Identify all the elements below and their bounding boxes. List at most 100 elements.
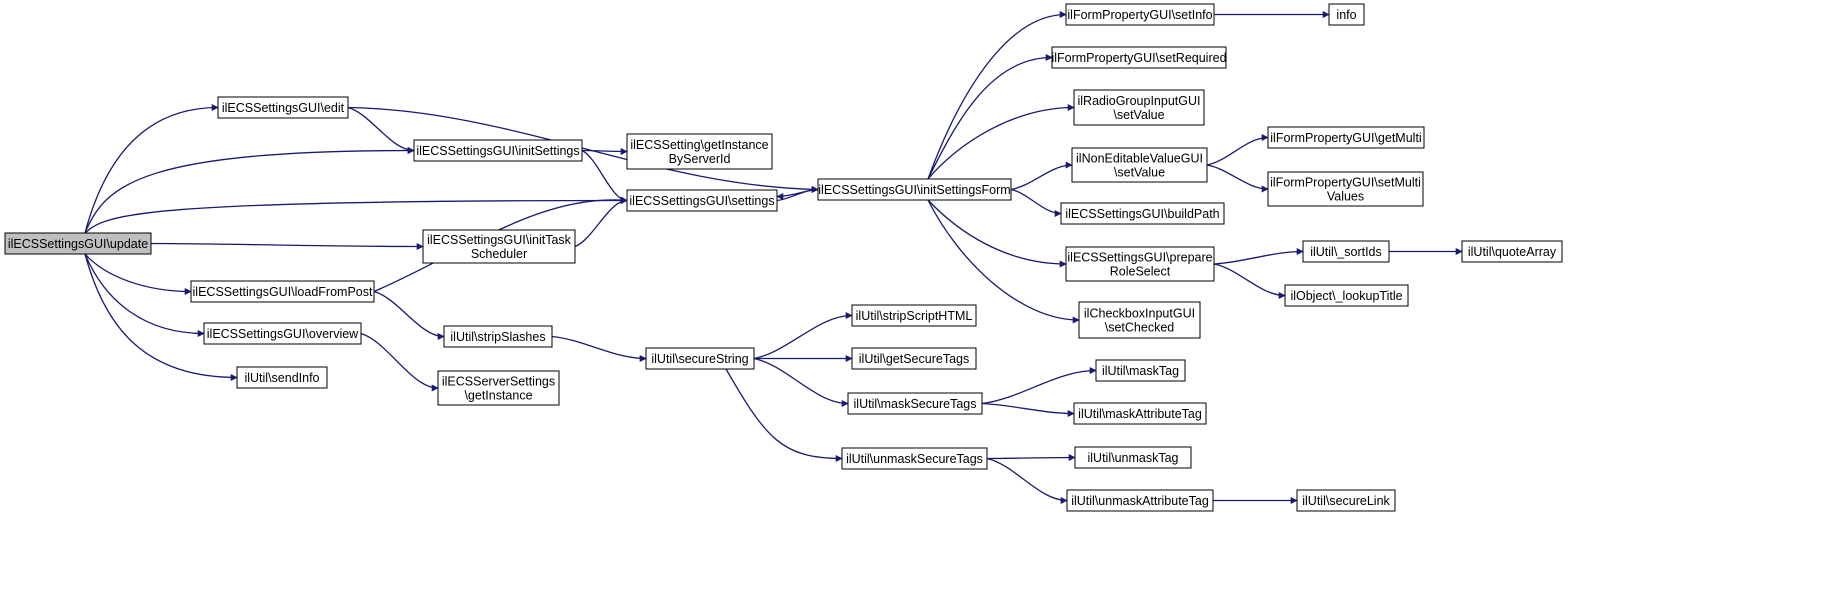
node-box[interactable]	[1267, 126, 1425, 149]
node-checkboxSetChecked[interactable]: ilCheckboxInputGUI\setChecked	[1078, 301, 1201, 339]
node-box[interactable]	[203, 322, 362, 345]
node-box[interactable]	[1065, 3, 1215, 26]
node-lookupTitle[interactable]: ilObject\_lookupTitle	[1284, 284, 1409, 307]
node-nonEditSetValue[interactable]: ilNonEditableValueGUI\setValue	[1071, 147, 1208, 183]
node-box[interactable]	[1073, 402, 1207, 425]
node-settings[interactable]: ilECSSettingsGUI\settings	[626, 189, 778, 212]
edge-prepareRoleSelect-to-lookupTitle	[1213, 263, 1286, 299]
node-box[interactable]	[626, 189, 778, 212]
edge-line	[1206, 134, 1269, 166]
node-buildPath[interactable]: ilECSSettingsGUI\buildPath	[1060, 202, 1225, 225]
edge-secureString-to-maskSecureTags	[753, 357, 849, 407]
node-box[interactable]	[1060, 202, 1225, 225]
node-secureLink[interactable]: ilUtil\secureLink	[1296, 489, 1396, 512]
node-box[interactable]	[413, 139, 583, 162]
node-label: ilNonEditableValueGUI	[1076, 152, 1203, 166]
edge-line	[725, 368, 843, 462]
node-box[interactable]	[190, 280, 375, 303]
node-box[interactable]	[1073, 89, 1205, 126]
node-label: ilUtil\maskSecureTags	[854, 397, 977, 411]
node-box[interactable]	[1078, 301, 1201, 339]
node-getMulti[interactable]: ilFormPropertyGUI\getMulti	[1267, 126, 1425, 149]
node-label: ilUtil\stripSlashes	[450, 330, 545, 344]
node-box[interactable]	[645, 347, 755, 370]
node-box[interactable]	[1284, 284, 1409, 307]
edge-line	[1010, 161, 1073, 191]
node-setRequired[interactable]: ilFormPropertyGUI\setRequired	[1051, 46, 1227, 69]
node-box[interactable]	[1051, 46, 1227, 69]
node-box[interactable]	[847, 392, 983, 415]
node-box[interactable]	[817, 178, 1012, 201]
node-loadFromPost[interactable]: ilECSSettingsGUI\loadFromPost	[190, 280, 375, 303]
node-edit[interactable]: ilECSSettingsGUI\edit	[217, 96, 349, 119]
node-initSettings[interactable]: ilECSSettingsGUI\initSettings	[413, 139, 583, 162]
node-sortIds[interactable]: ilUtil\_sortIds	[1302, 240, 1390, 263]
node-stripSlashes[interactable]: ilUtil\stripSlashes	[443, 325, 553, 348]
node-label: ilUtil\unmaskSecureTags	[846, 452, 983, 466]
node-box[interactable]	[1065, 246, 1215, 282]
node-secureString[interactable]: ilUtil\secureString	[645, 347, 755, 370]
node-box[interactable]	[437, 370, 560, 406]
edge-update-to-initSettings	[84, 147, 415, 234]
edge-line	[927, 11, 1067, 180]
node-box[interactable]	[1328, 3, 1365, 26]
node-box[interactable]	[236, 366, 328, 389]
node-label: ilObject\_lookupTitle	[1290, 289, 1402, 303]
node-box[interactable]	[626, 133, 773, 170]
node-serverGetInstance[interactable]: ilECSServerSettings\getInstance	[437, 370, 560, 406]
node-unmaskAttributeTag[interactable]: ilUtil\unmaskAttributeTag	[1066, 489, 1214, 512]
node-quoteArray[interactable]: ilUtil\quoteArray	[1461, 240, 1563, 263]
edge-unmaskSecureTags-to-unmaskAttributeTag	[986, 457, 1068, 504]
edge-line	[981, 402, 1075, 417]
node-box[interactable]	[1296, 489, 1396, 512]
node-label: ilECSSettingsGUI\buildPath	[1065, 207, 1219, 221]
node-box[interactable]	[851, 304, 977, 327]
edge-initTaskScheduler-to-settings	[574, 197, 628, 248]
node-box[interactable]	[422, 229, 576, 264]
edge-line	[360, 332, 439, 392]
node-info[interactable]: info	[1328, 3, 1365, 26]
node-sendInfo[interactable]: ilUtil\sendInfo	[236, 366, 328, 389]
node-label: ilCheckboxInputGUI	[1084, 307, 1195, 321]
node-label: ilECSSettingsGUI\edit	[222, 101, 345, 115]
node-maskTag[interactable]: ilUtil\maskTag	[1095, 359, 1186, 382]
node-initSettingsForm[interactable]: ilECSSettingsGUI\initSettingsForm	[817, 178, 1012, 201]
node-box[interactable]	[1302, 240, 1390, 263]
node-setInfo[interactable]: ilFormPropertyGUI\setInfo	[1065, 3, 1215, 26]
node-label: \setValue	[1114, 166, 1165, 180]
node-label: ilECSSettingsGUI\initTask	[427, 233, 572, 247]
edge-overview-to-serverGetInstance	[360, 332, 439, 392]
node-label: Scheduler	[471, 247, 527, 261]
edge-update-to-overview	[84, 253, 205, 337]
edge-initSettingsForm-to-checkboxSetChecked	[927, 199, 1080, 324]
node-box[interactable]	[841, 447, 988, 470]
node-box[interactable]	[1071, 147, 1208, 183]
node-label: ilUtil\stripScriptHTML	[856, 309, 973, 323]
node-unmaskSecureTags[interactable]: ilUtil\unmaskSecureTags	[841, 447, 988, 470]
edge-initSettingsForm-to-buildPath	[1010, 188, 1062, 217]
node-getSecureTags[interactable]: ilUtil\getSecureTags	[851, 347, 977, 370]
node-box[interactable]	[1066, 489, 1214, 512]
edge-update-to-initTaskScheduler	[150, 242, 424, 250]
node-radioSetValue[interactable]: ilRadioGroupInputGUI\setValue	[1073, 89, 1205, 126]
node-label: ByServerId	[669, 152, 731, 166]
node-maskSecureTags[interactable]: ilUtil\maskSecureTags	[847, 392, 983, 415]
edge-initSettingsForm-to-setInfo	[927, 11, 1067, 180]
node-overview[interactable]: ilECSSettingsGUI\overview	[203, 322, 362, 345]
node-box[interactable]	[1461, 240, 1563, 263]
node-maskAttributeTag[interactable]: ilUtil\maskAttributeTag	[1073, 402, 1207, 425]
node-box[interactable]	[851, 347, 977, 370]
node-box[interactable]	[1074, 446, 1192, 469]
node-box[interactable]	[1267, 171, 1424, 207]
node-box[interactable]	[217, 96, 349, 119]
node-box[interactable]	[1095, 359, 1186, 382]
edge-line	[986, 454, 1076, 462]
edge-nonEditSetValue-to-getMulti	[1206, 134, 1269, 166]
node-unmaskTag[interactable]: ilUtil\unmaskTag	[1074, 446, 1192, 469]
node-stripScriptHTML[interactable]: ilUtil\stripScriptHTML	[851, 304, 977, 327]
node-box[interactable]	[443, 325, 553, 348]
